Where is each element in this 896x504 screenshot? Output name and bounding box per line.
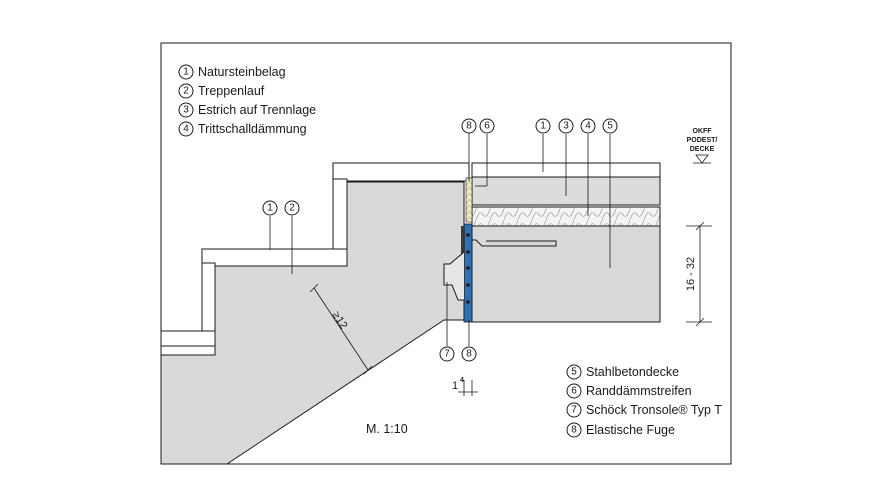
- legend-item: 2 Treppenlauf: [178, 83, 265, 99]
- svg-text:Estrich auf Trennlage: Estrich auf Trennlage: [198, 103, 316, 117]
- stair-stone-tread-low: [160, 330, 216, 347]
- svg-text:3: 3: [183, 105, 189, 116]
- drawing-frame: [160, 42, 732, 465]
- svg-text:Schöck Tronsole® Typ T: Schöck Tronsole® Typ T: [586, 403, 722, 417]
- legend-item: 8 Elastische Fuge: [566, 422, 675, 438]
- tronsole-bearing-blue: [463, 223, 473, 323]
- svg-text:6: 6: [484, 121, 490, 132]
- svg-text:8: 8: [466, 121, 472, 132]
- callout-5-top: 5: [602, 118, 618, 134]
- callout-1-stair: 1: [262, 200, 278, 216]
- callout-8-bottom: 8: [461, 346, 477, 362]
- svg-text:2: 2: [289, 203, 295, 214]
- stair-stone-riser-mid: [201, 262, 216, 343]
- svg-text:4: 4: [183, 124, 189, 135]
- tronsole-bracket: [443, 251, 465, 301]
- svg-text:3: 3: [563, 121, 569, 132]
- svg-text:Stahlbetondecke: Stahlbetondecke: [586, 365, 679, 379]
- okff-marker-line2: PODEST/: [687, 137, 718, 144]
- callout-7-bottom: 7: [439, 346, 455, 362]
- svg-text:5: 5: [607, 121, 613, 132]
- callout-8-top: 8: [461, 118, 477, 134]
- svg-text:Trittschalldämmung: Trittschalldämmung: [198, 122, 307, 136]
- legend-item: 1 Natursteinbelag: [178, 64, 286, 80]
- svg-text:1: 1: [183, 67, 189, 78]
- svg-text:Elastische Fuge: Elastische Fuge: [586, 423, 675, 437]
- callout-4-top: 4: [580, 118, 596, 134]
- legend-item: 6 Randdämmstreifen: [566, 383, 692, 399]
- svg-text:Randdämmstreifen: Randdämmstreifen: [586, 384, 692, 398]
- impact-sound-insulation: [471, 206, 661, 227]
- legend-bottom: 5 Stahlbetondecke 6 Randdämmstreifen 7 Schö…: [566, 364, 722, 438]
- legend-item: 4 Trittschalldämmung: [178, 121, 307, 137]
- dimension-gap: [458, 380, 478, 396]
- drawing-scale: M. 1:10: [366, 422, 408, 436]
- dimension-gap-sup: 4: [460, 377, 464, 384]
- svg-text:5: 5: [571, 367, 577, 378]
- dimension-slab-thickness-label: 16 - 32: [685, 257, 697, 291]
- tronsole-anchor: [472, 239, 557, 247]
- callout-1-top: 1: [535, 118, 551, 134]
- callout-6-top: 6: [479, 118, 495, 134]
- legend-item: 5 Stahlbetondecke: [566, 364, 679, 380]
- svg-text:1: 1: [540, 121, 546, 132]
- stair-stone-riser-top: [332, 178, 348, 250]
- svg-text:8: 8: [466, 349, 472, 360]
- svg-text:Treppenlauf: Treppenlauf: [198, 84, 265, 98]
- okff-marker-line3: DECKE: [690, 146, 715, 153]
- svg-text:2: 2: [183, 86, 189, 97]
- okff-marker-line1: OKFF: [692, 128, 712, 135]
- legend-top: 1 Natursteinbelag 2 Treppenlauf 3 Estrich a…: [178, 64, 316, 137]
- leader-lines: [269, 133, 611, 346]
- legend-item: 7 Schöck Tronsole® Typ T: [566, 402, 722, 418]
- callout-2-stair: 2: [284, 200, 300, 216]
- svg-text:8: 8: [571, 425, 577, 436]
- svg-text:7: 7: [571, 405, 577, 416]
- edge-insulation-strip: [465, 177, 473, 223]
- dimension-gap-label: 1: [452, 380, 458, 392]
- svg-text:7: 7: [444, 349, 450, 360]
- callout-3-top: 3: [558, 118, 574, 134]
- okff-level-triangle-icon: [693, 154, 711, 164]
- dimension-stair-thickness: [309, 283, 373, 375]
- svg-text:6: 6: [571, 386, 577, 397]
- svg-text:Natursteinbelag: Natursteinbelag: [198, 65, 286, 79]
- dimension-slab-thickness: [686, 221, 712, 327]
- svg-text:4: 4: [585, 121, 591, 132]
- legend-item: 3 Estrich auf Trennlage: [178, 102, 316, 118]
- svg-text:1: 1: [267, 203, 273, 214]
- landing-concrete-slab: [471, 225, 661, 323]
